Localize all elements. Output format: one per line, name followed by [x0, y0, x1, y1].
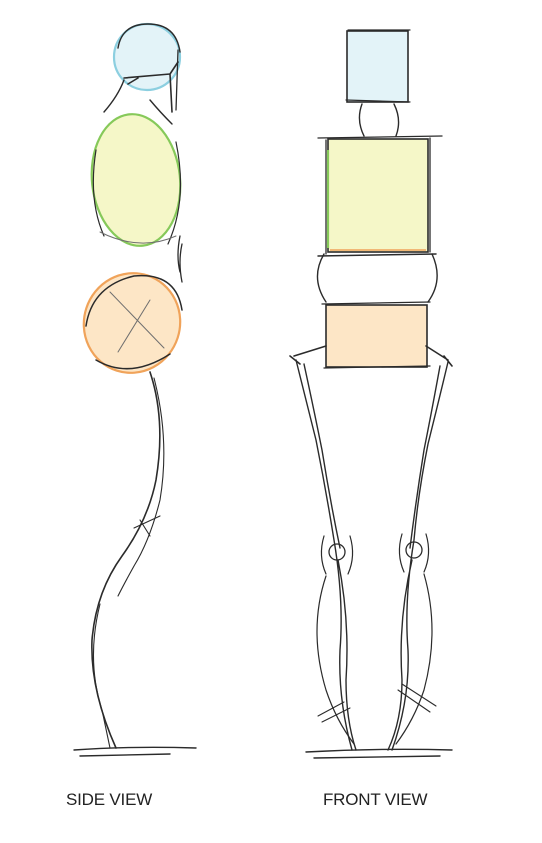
- front-neck: [359, 104, 398, 136]
- side-ribcage-egg: [85, 110, 186, 250]
- side-view-figure: [71, 24, 196, 756]
- front-view-figure: [290, 30, 452, 758]
- front-ribcage-box: [328, 139, 428, 252]
- front-head-box: [347, 31, 408, 102]
- side-view-label: SIDE VIEW: [66, 790, 152, 810]
- side-spine-line: [178, 236, 182, 282]
- front-ground-line: [306, 749, 452, 758]
- front-right-leg: [388, 362, 448, 750]
- front-waist: [317, 254, 437, 302]
- side-ground-line: [74, 747, 196, 756]
- side-leg-line: [92, 372, 160, 748]
- side-pelvis-egg: [71, 261, 193, 386]
- front-pelvis-box: [326, 305, 427, 367]
- front-view-label: FRONT VIEW: [323, 790, 427, 810]
- front-right-knee: [406, 542, 422, 558]
